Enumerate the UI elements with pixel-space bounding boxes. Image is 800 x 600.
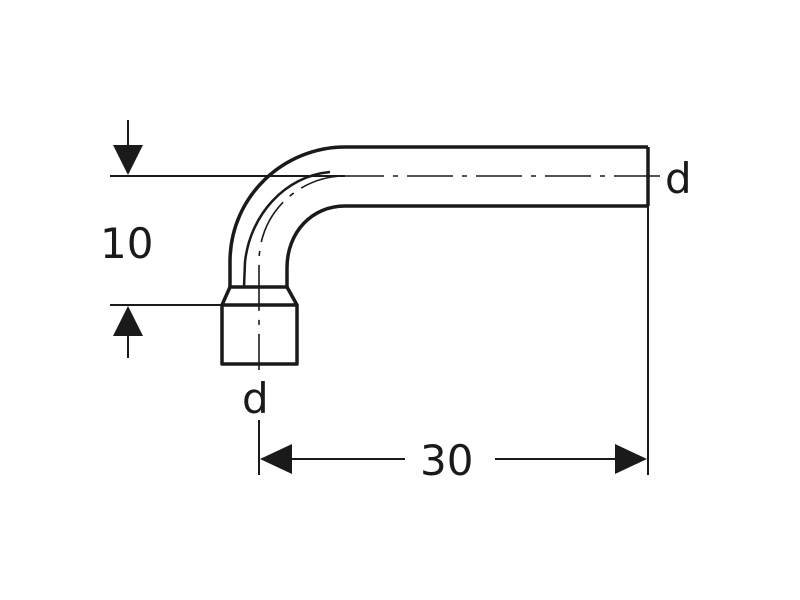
dimension-label-10: 10	[100, 219, 153, 268]
horizontal-dimension: 30	[258, 206, 649, 485]
vertical-dimension: 10	[100, 120, 345, 358]
diameter-label-right: d	[665, 154, 692, 203]
centerlines	[258, 175, 660, 370]
arrow-right-icon	[615, 444, 647, 474]
pipe-inner-contour	[285, 204, 648, 287]
dimension-label-30: 30	[420, 436, 473, 485]
arrow-down-icon	[113, 145, 143, 175]
pipe-outer-contour	[228, 145, 648, 287]
diameter-label-bottom: d	[242, 374, 269, 423]
socket-taper	[220, 286, 299, 306]
arrow-left-icon	[260, 444, 292, 474]
centerline-bend	[258, 175, 346, 370]
pipe-bend	[228, 145, 650, 288]
arrow-up-icon	[113, 306, 143, 336]
